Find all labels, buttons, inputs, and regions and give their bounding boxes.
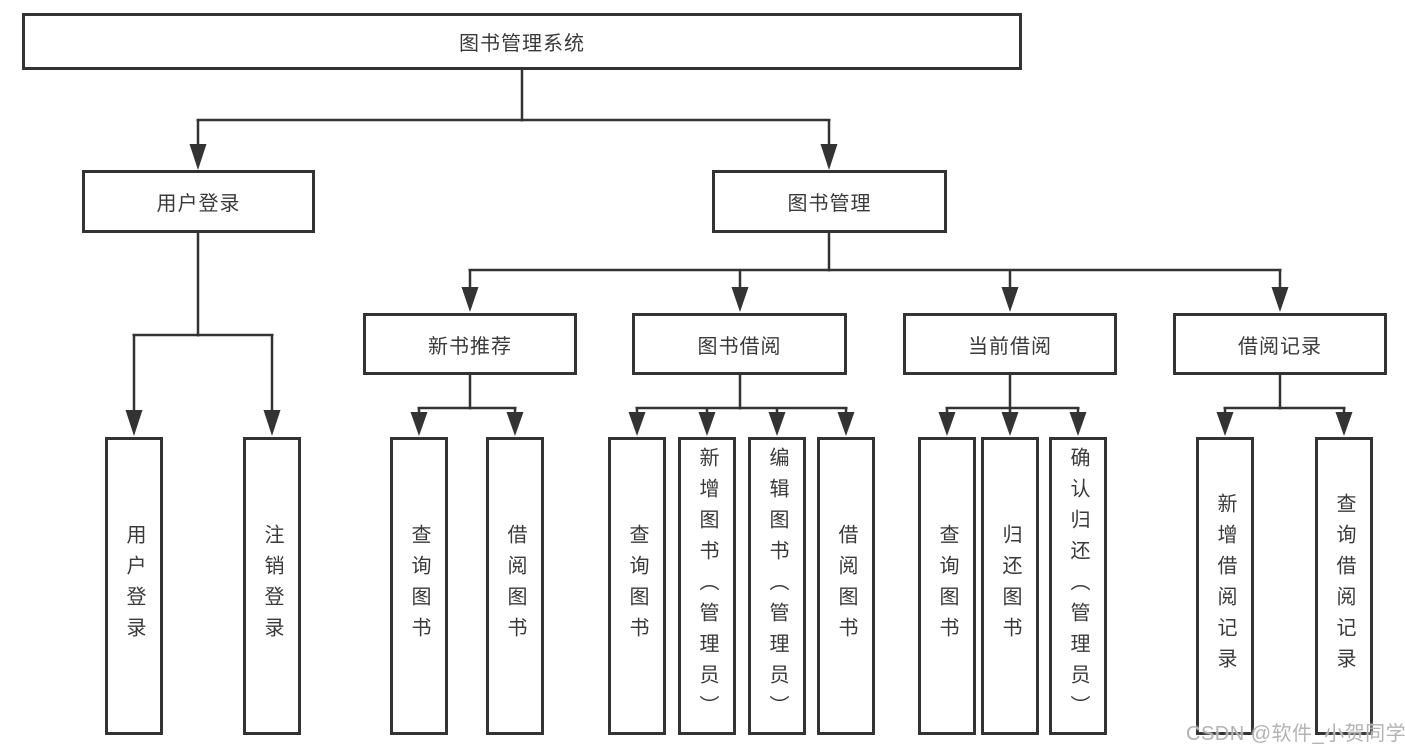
node-label: 查询图书	[626, 524, 648, 648]
connector-borrowing-records-branch	[1216, 375, 1353, 436]
leaf-borrow-books-borrowing: 借阅图书	[817, 437, 875, 735]
node-book-management: 图书管理	[712, 170, 947, 233]
leaf-query-borrow-record: 查询借阅记录	[1315, 437, 1373, 735]
node-label: 查询借阅记录	[1333, 493, 1355, 679]
node-current-borrowing: 当前借阅	[903, 313, 1117, 375]
leaf-add-borrow-record: 新增借阅记录	[1196, 437, 1254, 735]
node-label: 编辑图书（管理员）	[766, 446, 788, 726]
node-label: 借阅图书	[504, 524, 526, 648]
node-book-borrowing: 图书借阅	[632, 313, 847, 375]
leaf-query-books-borrowing: 查询图书	[608, 437, 666, 735]
node-label: 图书管理系统	[459, 33, 585, 55]
connector-current-borrowing-branch	[938, 375, 1087, 436]
node-label: 查询图书	[408, 524, 430, 648]
node-new-book-recommendation: 新书推荐	[363, 313, 577, 375]
leaf-edit-books-admin: 编辑图书（管理员）	[748, 437, 806, 735]
leaf-logout: 注销登录	[243, 437, 301, 735]
connector-book-borrowing-branch	[628, 375, 855, 436]
node-label: 借阅图书	[835, 524, 857, 648]
node-label: 用户登录	[123, 524, 145, 648]
leaf-add-books-admin: 新增图书（管理员）	[678, 437, 736, 735]
node-label: 用户登录	[156, 193, 241, 215]
node-label: 当前借阅	[968, 335, 1052, 358]
node-label: 新增图书（管理员）	[696, 446, 718, 726]
leaf-return-books: 归还图书	[981, 437, 1039, 735]
node-label: 图书管理	[787, 193, 872, 215]
connector-root-branch	[189, 70, 838, 170]
node-borrowing-records: 借阅记录	[1173, 313, 1387, 375]
node-user-login: 用户登录	[82, 170, 315, 233]
leaf-query-books-recommend: 查询图书	[390, 437, 448, 735]
node-label: 归还图书	[999, 524, 1021, 648]
connector-new-book-recommendation-branch	[410, 374, 524, 436]
connector-user-login-branch	[125, 233, 281, 436]
node-label: 新书推荐	[428, 335, 512, 358]
watermark: CSDN @软件_小贺同学	[1186, 723, 1405, 745]
leaf-query-books-current: 查询图书	[918, 437, 976, 735]
leaf-borrow-books-recommend: 借阅图书	[486, 437, 544, 735]
node-label: 查询图书	[936, 524, 958, 648]
node-library-management-system: 图书管理系统	[22, 13, 1022, 70]
leaf-confirm-return-admin: 确认归还（管理员）	[1049, 437, 1107, 735]
node-label: 注销登录	[261, 524, 283, 648]
connector-book-management-branch	[461, 233, 1289, 312]
node-label: 确认归还（管理员）	[1067, 446, 1089, 726]
node-label: 图书借阅	[697, 335, 782, 358]
node-label: 借阅记录	[1238, 335, 1322, 358]
node-label: 新增借阅记录	[1214, 493, 1236, 679]
leaf-user-login: 用户登录	[105, 437, 163, 735]
